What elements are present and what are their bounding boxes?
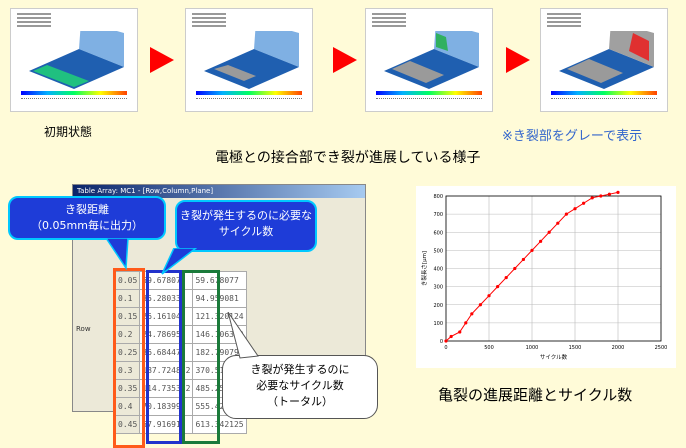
data-point <box>449 334 453 339</box>
data-point <box>564 212 568 216</box>
x-tick-label: 1500 <box>569 345 582 351</box>
crack-distance-column-box <box>113 268 145 448</box>
arrow-right-icon <box>150 47 174 73</box>
data-point <box>458 330 462 334</box>
row-header-cell[interactable]: 0.35 <box>114 379 141 398</box>
data-point <box>496 285 500 289</box>
data-point <box>504 275 508 280</box>
y-tick-label: 300 <box>433 285 443 291</box>
y-tick-label: 500 <box>433 248 443 254</box>
total-cycles-column-box <box>182 270 220 444</box>
data-point <box>616 190 620 194</box>
x-tick-label: 2500 <box>655 345 668 351</box>
row-header-cell[interactable]: 0.4 <box>114 397 141 416</box>
data-point <box>607 192 611 196</box>
row-header-cell[interactable]: 0.2 <box>114 325 141 344</box>
y-tick-label: 800 <box>433 194 443 200</box>
arrow-right-icon <box>506 47 530 73</box>
chart-svg: 0 100 200 300 400 500 600 700 800 0 500 1000 1500 200… <box>420 190 668 361</box>
callout-pointer <box>227 312 259 359</box>
chart-caption: 亀裂の進展距離とサイクル数 <box>438 386 633 404</box>
top-section-title: 電極との接合部でき裂が進展している様子 <box>215 150 481 166</box>
row-header-cell[interactable]: 0.05 <box>114 271 141 290</box>
arrow-right-icon <box>333 47 357 73</box>
window-titlebar[interactable]: Table Array: MC1 - [Row,Column,Plane] <box>73 185 365 198</box>
x-tick-label: 500 <box>484 345 494 351</box>
crack-distance-callout: き裂距離 （0.05mm毎に出力） <box>8 196 166 240</box>
data-point <box>582 201 586 205</box>
y-tick-label: 0 <box>440 339 443 345</box>
row-header-cell[interactable]: 0.25 <box>114 343 141 362</box>
row-header-cell[interactable]: 0.1 <box>114 289 141 308</box>
fem-screenshot-4 <box>540 8 668 112</box>
row-header-cell[interactable]: 0.15 <box>114 307 141 326</box>
x-tick-label: 0 <box>444 345 447 351</box>
data-point <box>547 230 551 234</box>
data-point <box>521 257 525 262</box>
data-point <box>573 207 577 211</box>
data-point <box>530 248 534 252</box>
row-label: Row <box>76 325 91 333</box>
fem-screenshot-2 <box>185 8 313 112</box>
data-point <box>590 196 594 200</box>
y-tick-label: 700 <box>433 212 443 218</box>
callout-pointer <box>161 248 198 275</box>
callout-pointer <box>105 238 129 270</box>
cycles-needed-callout: き裂が発生するのに必要な サイクル数 <box>175 200 317 252</box>
data-point <box>539 239 543 243</box>
crack-cycle-chart: 0 100 200 300 400 500 600 700 800 0 500 1000 1500 200… <box>416 186 676 368</box>
data-point <box>487 294 491 298</box>
data-point <box>556 221 560 225</box>
data-point <box>599 194 603 198</box>
initial-state-caption: 初期状態 <box>44 125 93 139</box>
data-point <box>444 339 448 343</box>
window-title: Table Array: MC1 - [Row,Column,Plane] <box>77 187 214 195</box>
data-point <box>478 303 482 307</box>
fem-screenshot-1 <box>10 8 138 112</box>
total-cycles-callout: き裂が発生するのに 必要なサイクル数 （トータル） <box>222 355 378 419</box>
plot-frame <box>445 195 662 342</box>
data-point <box>470 312 474 316</box>
data-point <box>464 321 468 325</box>
cycles-column-box <box>146 270 182 444</box>
x-tick-label: 1000 <box>526 345 539 351</box>
gray-crack-note: ※き裂部をグレーで表示 <box>502 129 643 144</box>
y-tick-label: 100 <box>433 321 443 327</box>
x-axis-label: サイクル数 <box>540 353 568 361</box>
fem-screenshot-3 <box>365 8 493 112</box>
y-tick-label: 600 <box>433 230 443 236</box>
row-header-cell[interactable]: 0.45 <box>114 415 141 434</box>
y-axis-label: き裂長さ[μm] <box>420 251 428 286</box>
series-line <box>445 191 619 342</box>
data-point <box>513 266 517 271</box>
y-tick-label: 200 <box>433 303 443 309</box>
y-tick-label: 400 <box>433 267 443 273</box>
x-tick-label: 2000 <box>612 345 625 351</box>
